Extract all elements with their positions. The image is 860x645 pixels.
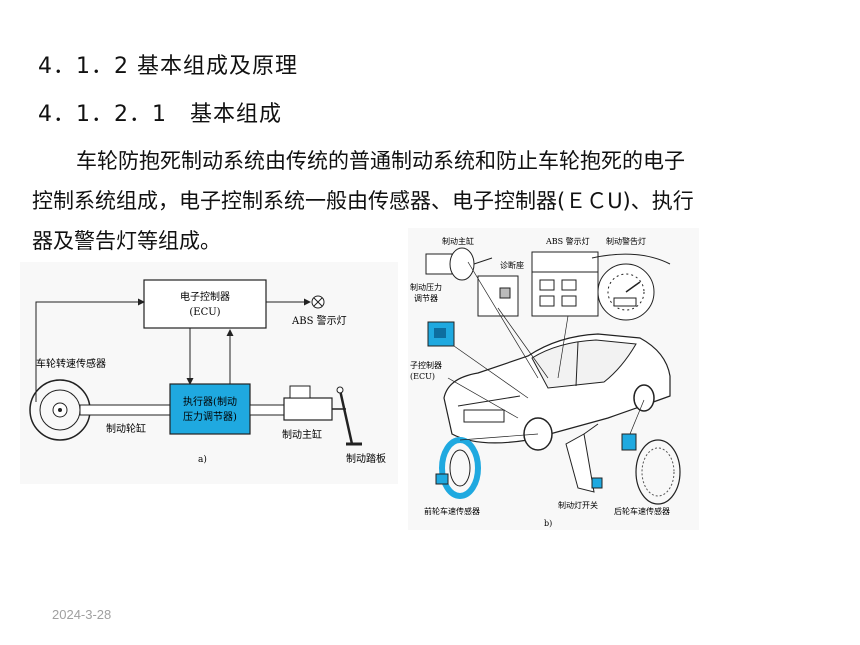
ecu-label: 电子控制器 xyxy=(180,290,230,303)
b-master-cylinder-label: 制动主缸 xyxy=(442,236,474,246)
figure-a-caption: a) xyxy=(198,454,207,465)
wheel-sensor-label: 车轮转速传感器 xyxy=(36,357,106,370)
master-cylinder-icon xyxy=(283,397,333,421)
paragraph-line-3: 器及警告灯等组成。 xyxy=(32,229,221,253)
b-regulator-label-1: 制动压力 xyxy=(410,282,442,292)
actuator-label-1: 执行器(制动 xyxy=(183,395,237,408)
heading-section: 4．1．2 基本组成及原理 xyxy=(38,54,298,79)
pressure-regulator-icon xyxy=(427,321,455,347)
front-wheel-sensor-icon xyxy=(435,433,539,499)
brake-light-switch-icon xyxy=(565,423,603,493)
b-front-sensor-label: 前轮车速传感器 xyxy=(424,506,480,516)
b-ecu-label-1: 子控制器 xyxy=(410,360,442,370)
b-ecu-label-2: (ECU) xyxy=(410,372,435,381)
paragraph-line-1: 车轮防抱死制动系统由传统的普通制动系统和防止车轮抱死的电子 xyxy=(76,149,685,173)
body-paragraph: 车轮防抱死制动系统由传统的普通制动系统和防止车轮抱死的电子 控制系统组成，电子控… xyxy=(32,141,822,261)
ecu-box xyxy=(143,279,267,329)
speedometer-icon xyxy=(591,253,671,321)
master-cylinder-label: 制动主缸 xyxy=(282,428,322,441)
wheel-cylinder-label: 制动轮缸 xyxy=(106,422,146,435)
diagnostic-connector-icon xyxy=(477,275,519,317)
ecu-sub-label: (ECU) xyxy=(189,307,220,318)
slide-date: 2024-3-28 xyxy=(52,607,112,622)
b-brake-lamp-label: 制动警告灯 xyxy=(606,236,646,246)
master-cylinder-part-icon xyxy=(425,247,493,281)
car-layout-svg: 制动主缸 诊断座 ABS 警示灯 制动警告灯 制动压力 调节器 子控制器 (EC… xyxy=(410,236,681,528)
b-abs-lamp-label: ABS 警示灯 xyxy=(545,236,590,246)
paragraph-line-2: 控制系统组成，电子控制系统一般由传感器、电子控制器(ＥＣU)、执行 xyxy=(32,189,694,213)
heading-subsection: 4．1．2．1 基本组成 xyxy=(38,102,282,127)
b-rear-sensor-label: 后轮车速传感器 xyxy=(614,506,670,516)
actuator-label-2: 压力调节器) xyxy=(183,410,237,423)
figure-abs-car-layout: 制动主缸 诊断座 ABS 警示灯 制动警告灯 制动压力 调节器 子控制器 (EC… xyxy=(408,228,699,530)
rear-wheel-sensor-icon xyxy=(621,399,681,505)
figure-abs-block-diagram: 电子控制器 (ECU) ABS 警示灯 车轮转速传感器 制动轮缸 执行器( xyxy=(20,262,398,484)
car-body-icon xyxy=(443,261,671,451)
abs-lamp-label: ABS 警示灯 xyxy=(291,314,347,327)
b-diag-port-label: 诊断座 xyxy=(500,260,524,270)
block-diagram-svg: 电子控制器 (ECU) ABS 警示灯 车轮转速传感器 制动轮缸 执行器( xyxy=(29,279,386,465)
dashboard-panel-icon xyxy=(531,251,599,317)
b-regulator-label-2: 调节器 xyxy=(414,294,438,303)
brake-pedal-label: 制动踏板 xyxy=(346,452,386,465)
figure-b-caption: b) xyxy=(544,519,552,528)
brake-pedal-icon xyxy=(338,389,354,445)
b-brake-switch-label: 制动灯开关 xyxy=(558,500,598,510)
actuator-box xyxy=(169,383,251,435)
